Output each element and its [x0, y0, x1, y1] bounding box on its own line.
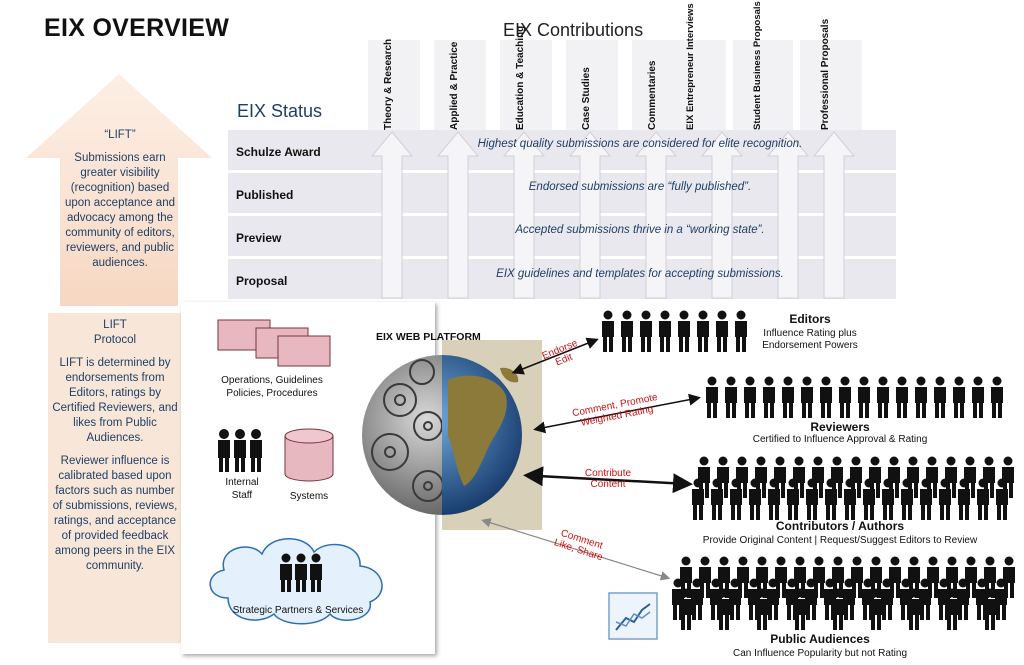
chart-icon: [608, 592, 658, 640]
edge-label-line: Contribute: [584, 468, 632, 479]
staff-people-icon: [218, 429, 262, 472]
lift-title: “LIFT”: [104, 129, 136, 141]
column-header: Professional Proposals: [800, 19, 862, 136]
editors-connection: [511, 337, 599, 375]
status-description: Accepted submissions thrive in a “workin…: [515, 224, 765, 236]
column-up-arrow: [502, 131, 546, 299]
status-description: EIX guidelines and templates for accepti…: [496, 268, 784, 280]
status-name: Schulze Award: [236, 145, 321, 159]
column-up-arrow: [436, 131, 480, 299]
column-up-arrow: [700, 131, 744, 299]
status-name: Published: [236, 188, 294, 202]
partners-label: Strategic Partners & Services: [232, 605, 364, 616]
systems-database-icon: [284, 428, 334, 482]
column-header: EIX Entrepreneur Interviews: [666, 3, 726, 136]
cloud-icon: [209, 538, 383, 625]
column-up-arrow: [568, 131, 612, 299]
public-title: Public Audiences: [770, 632, 870, 646]
column-header: Case Studies: [566, 40, 618, 136]
column-header: Education & Teaching: [500, 26, 552, 136]
column-up-arrow: [370, 131, 414, 299]
edge-label-contributors: Contribute Content: [578, 468, 638, 490]
reviewers-title: Reviewers: [810, 420, 870, 434]
column-arrows: [370, 131, 856, 299]
column-header: Theory & Research: [368, 39, 420, 136]
lift-text: Submissions earn greater visibility (rec…: [65, 152, 175, 269]
contributors-connection: [523, 466, 693, 494]
status-description: Highest quality submissions are consider…: [477, 138, 803, 150]
documents-label: Operations, Guidelines Policies, Procedu…: [221, 375, 323, 399]
column-up-arrow: [766, 131, 810, 299]
protocol-panel: [48, 313, 182, 643]
systems-label: Systems: [289, 491, 329, 502]
column-header: Applied & Practice: [434, 40, 486, 136]
public-people-icon: [672, 556, 1015, 630]
reviewers-subtitle: Certified to Influence Approval & Rating: [752, 434, 928, 445]
lift-arrow: [26, 74, 212, 306]
editors-title: Editors: [789, 312, 831, 326]
lift-description: “LIFT” Submissions earn greater visibili…: [58, 128, 182, 271]
status-name: Proposal: [236, 274, 288, 288]
staff-label: Internal Staff: [225, 477, 259, 501]
column-up-arrow: [634, 131, 678, 299]
contributors-subtitle: Provide Original Content | Request/Sugge…: [702, 535, 978, 546]
documents-icon: [217, 319, 331, 367]
status-description: Endorsed submissions are “fully publishe…: [528, 181, 752, 193]
protocol-para2: Reviewer influence is calibrated based u…: [52, 455, 178, 572]
column-header: Student Business Proposals: [733, 1, 793, 136]
column-up-arrow: [812, 131, 856, 299]
status-title: EIX Status: [237, 101, 323, 121]
reviewers-connection: [533, 393, 701, 434]
contributors-people-icon: [692, 456, 1014, 520]
public-subtitle: Can Influence Popularity but not Rating: [733, 648, 907, 659]
protocol-title-line2: Protocol: [93, 334, 137, 346]
editors-subtitle: Influence Rating plus Endorsement Powers: [762, 328, 858, 351]
status-name: Preview: [236, 231, 282, 245]
page-title: EIX OVERVIEW: [44, 14, 230, 42]
public-connection: [481, 518, 671, 581]
reviewers-people-icon: [706, 376, 1003, 418]
editors-people-icon: [602, 310, 747, 352]
protocol-text-block: LIFT Protocol LIFT is determined by endo…: [52, 318, 178, 574]
protocol-para1: LIFT is determined by endorsements from …: [52, 357, 178, 444]
contributions-title: EIX Contributions: [503, 20, 644, 40]
edge-label-line: Content: [590, 479, 626, 490]
contributors-title: Contributors / Authors: [775, 519, 905, 533]
protocol-title-line1: LIFT: [103, 319, 127, 331]
